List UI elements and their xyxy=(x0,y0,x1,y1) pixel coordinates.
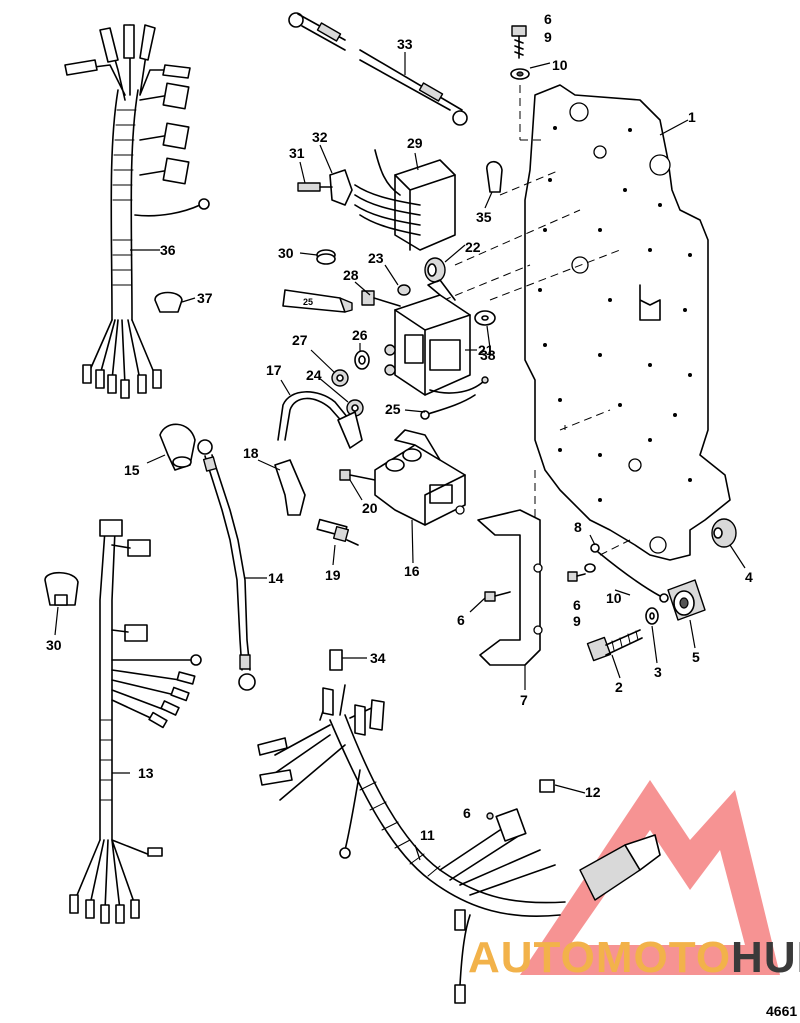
engine-harness-upper xyxy=(64,24,210,399)
watermark-text: AUTOMOTOHUB xyxy=(468,933,800,982)
callout-35: 35 xyxy=(476,209,492,225)
callout-15: 15 xyxy=(124,462,140,478)
harness-clamp xyxy=(154,291,183,313)
callout-18: 18 xyxy=(243,445,259,461)
assembly-dashed-lines xyxy=(394,85,631,560)
callout-12: 12 xyxy=(585,784,601,800)
cable-clip xyxy=(486,160,503,193)
solenoid-hardware xyxy=(331,350,370,417)
callout-10-top: 10 xyxy=(552,57,568,73)
rubber-grommet xyxy=(424,257,446,283)
flat-washer xyxy=(474,310,496,326)
callout-8: 8 xyxy=(574,519,582,535)
callout-22: 22 xyxy=(465,239,481,255)
hose-clamp-lower xyxy=(44,571,79,606)
callout-2: 2 xyxy=(615,679,623,695)
callout-27: 27 xyxy=(292,332,308,348)
callout-33: 33 xyxy=(397,36,413,52)
electrical-plate xyxy=(524,84,731,561)
callout-19: 19 xyxy=(325,567,341,583)
plate-holes-small xyxy=(538,126,692,502)
callout-24: 24 xyxy=(306,367,322,383)
callout-numbers: 1 2 3 4 5 6 9 10 6 7 8 6 9 10 11 12 6 13… xyxy=(46,11,753,843)
grease-tube: 25 xyxy=(282,289,353,313)
callout-9-top: 9 xyxy=(544,29,552,45)
ignition-coil xyxy=(374,429,466,526)
callout-9-right: 9 xyxy=(573,613,581,629)
jumper-lead-8 xyxy=(590,543,669,603)
callout-6-harness: 6 xyxy=(463,805,471,821)
screw-20 xyxy=(339,469,376,481)
callout-37: 37 xyxy=(197,290,213,306)
hose-clamp-upper xyxy=(316,249,336,265)
callout-5: 5 xyxy=(692,649,700,665)
callout-30-upper: 30 xyxy=(278,245,294,261)
callout-36: 36 xyxy=(160,242,176,258)
callout-10-right: 10 xyxy=(606,590,622,606)
washer-3 xyxy=(645,607,659,625)
ground-cable xyxy=(197,439,256,691)
jumper-wire xyxy=(420,394,476,420)
rectifier-module xyxy=(354,149,456,251)
callout-11: 11 xyxy=(420,827,435,843)
spark-plug xyxy=(316,518,359,546)
nut-and-bolt-23-28 xyxy=(361,284,411,307)
tube-label: 25 xyxy=(303,297,313,307)
figure-number: 4661 xyxy=(766,1003,797,1019)
callout-3: 3 xyxy=(654,664,662,680)
callout-34: 34 xyxy=(370,650,386,666)
callout-leaders xyxy=(54,52,746,861)
engine-harness-lower-left xyxy=(69,519,202,924)
ground-strap xyxy=(288,12,468,126)
main-harness xyxy=(257,684,661,1004)
bullet-connector xyxy=(329,649,343,671)
callout-16: 16 xyxy=(404,563,420,579)
callout-6-right: 6 xyxy=(573,597,581,613)
bracket-screw xyxy=(484,591,511,602)
callout-17: 17 xyxy=(266,362,282,378)
bolt-2 xyxy=(586,629,643,662)
callout-21: 21 xyxy=(478,342,494,358)
callout-26: 26 xyxy=(352,327,368,343)
spacer xyxy=(667,579,706,621)
coil-lead-17 xyxy=(277,391,363,449)
starter-solenoid xyxy=(384,279,489,396)
callout-20: 20 xyxy=(362,500,378,516)
callout-28: 28 xyxy=(343,267,359,283)
callout-29: 29 xyxy=(407,135,423,151)
callout-14: 14 xyxy=(268,570,284,586)
callout-23: 23 xyxy=(368,250,384,266)
spark-plug-boot xyxy=(274,459,306,516)
screw-and-washer-top xyxy=(510,25,530,80)
callout-4: 4 xyxy=(745,569,753,585)
callout-32: 32 xyxy=(312,129,328,145)
watermark-logo: AUTOMOTOHUB xyxy=(468,780,800,982)
callout-30-lower: 30 xyxy=(46,637,62,653)
rubber-boot xyxy=(159,423,196,471)
callout-6-top: 6 xyxy=(544,11,552,27)
callout-1: 1 xyxy=(688,109,696,125)
mounting-clip xyxy=(297,169,353,206)
callout-31: 31 xyxy=(289,145,305,161)
coil-bracket xyxy=(477,509,543,666)
callout-6-bracket: 6 xyxy=(457,612,465,628)
small-screws-right xyxy=(567,563,596,582)
callout-7: 7 xyxy=(520,692,528,708)
callout-38-visible: 38 xyxy=(480,347,496,363)
callout-13: 13 xyxy=(138,765,154,781)
plate-grommet xyxy=(711,518,737,548)
callout-25: 25 xyxy=(385,401,401,417)
